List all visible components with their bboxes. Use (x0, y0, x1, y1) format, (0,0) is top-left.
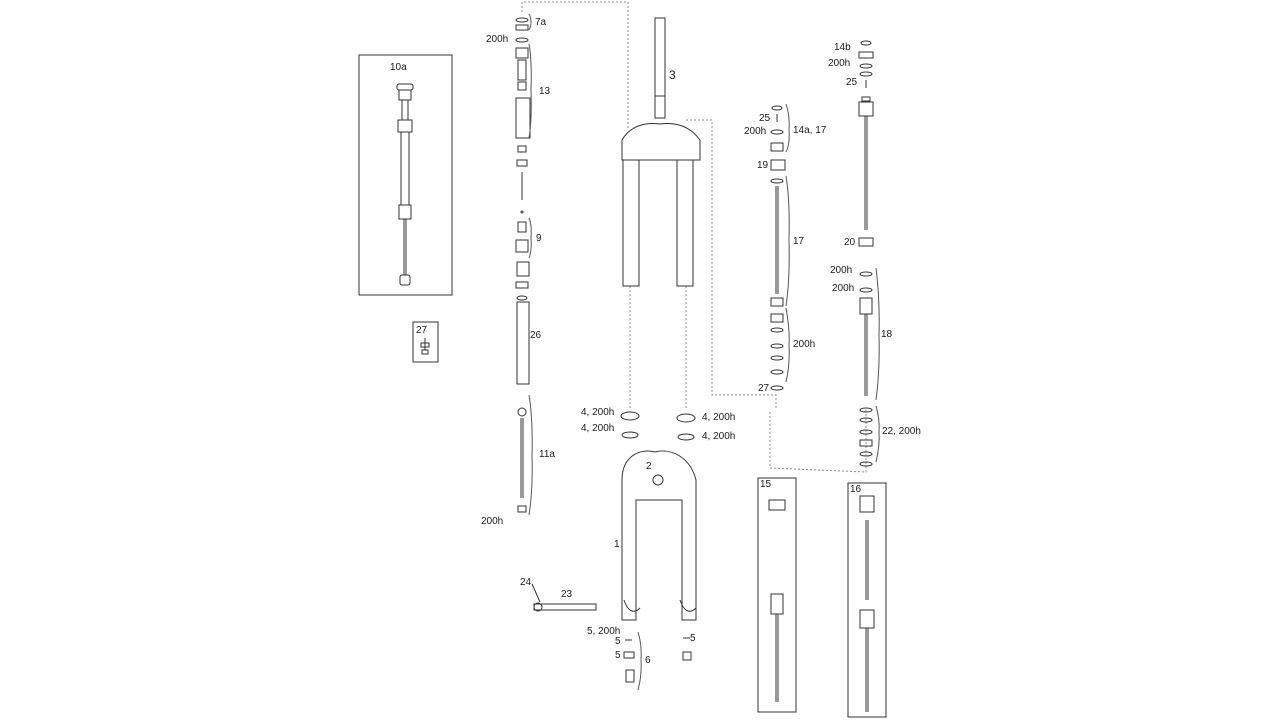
braces (528, 13, 880, 691)
label-200h-top: 200h (486, 34, 509, 45)
label-4-200h-b: 4, 200h (581, 423, 615, 434)
label-2: 2 (646, 461, 652, 472)
label-26: 26 (530, 330, 542, 341)
label-4-200h-c: 4, 200h (702, 412, 736, 423)
upper-tubes-steerer-3 (621, 17, 701, 287)
label-5-b: 5 (615, 650, 621, 661)
label-18: 18 (881, 329, 893, 340)
label-17: 17 (793, 236, 805, 247)
label-11a: 11a (539, 449, 555, 460)
seals-4 (620, 411, 696, 441)
label-22-200h: 22, 200h (882, 426, 921, 437)
label-7a: 7a (535, 17, 547, 28)
left-column-parts (515, 17, 531, 513)
box-16 (847, 482, 887, 718)
label-19: 19 (757, 160, 769, 171)
label-1: 1 (614, 539, 620, 550)
lower-legs-1 (621, 450, 697, 621)
rebound-damper-10a (396, 83, 414, 286)
label-20: 20 (844, 237, 856, 248)
label-200h-f: 200h (832, 283, 855, 294)
label-200h-c: 200h (793, 339, 816, 350)
label-200h-e: 200h (830, 265, 853, 276)
label-4-200h-d: 4, 200h (702, 431, 736, 442)
label-4-200h-a: 4, 200h (581, 407, 615, 418)
label-10a: 10a (390, 62, 407, 73)
thru-axle-23 (531, 583, 597, 612)
dotted-leader-lines (521, 1, 867, 473)
bottom-bolts-5-6 (623, 637, 692, 683)
label-14b: 14b (834, 42, 851, 53)
label-13: 13 (539, 86, 551, 97)
box-15 (757, 477, 797, 713)
label-200h-b: 200h (744, 126, 767, 137)
label-16: 16 (850, 484, 862, 495)
right-far-parts (858, 40, 874, 467)
label-25-a: 25 (759, 113, 771, 124)
label-200h-11a: 200h (481, 516, 504, 527)
box-10a (358, 54, 453, 296)
label-14a-17: 14a, 17 (793, 125, 827, 136)
box-27 (412, 321, 439, 363)
label-25-b: 25 (846, 77, 858, 88)
label-5-a: 5 (615, 636, 621, 647)
right-middle-parts (770, 105, 786, 391)
label-9: 9 (536, 233, 542, 244)
label-23: 23 (561, 589, 573, 600)
label-24: 24 (520, 577, 532, 588)
label-5-200h: 5, 200h (587, 626, 621, 637)
label-27-box: 27 (416, 325, 428, 336)
label-6: 6 (645, 655, 651, 666)
label-5-c: 5 (690, 633, 696, 644)
label-3: 3 (669, 68, 676, 82)
label-200h-d: 200h (828, 58, 851, 69)
label-15: 15 (760, 479, 772, 490)
label-27-b: 27 (758, 383, 770, 394)
